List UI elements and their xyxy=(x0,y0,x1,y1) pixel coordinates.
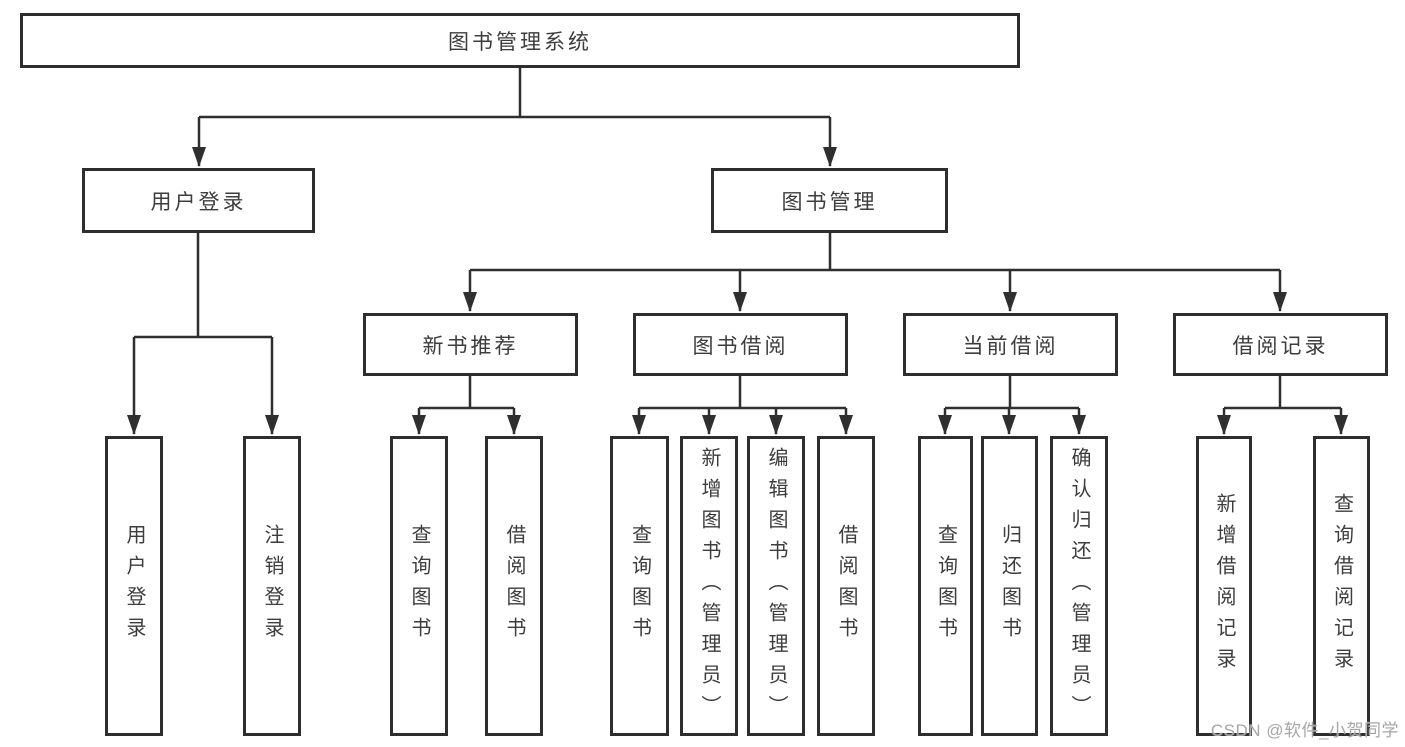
leaf-query-books-borrow-label: 查询图书 xyxy=(628,524,651,648)
leaf-logout-label: 注销登录 xyxy=(261,524,283,648)
node-new-book-recommend: 新书推荐 xyxy=(363,313,578,376)
node-book-borrow-label: 图书借阅 xyxy=(692,334,789,358)
leaf-query-books-borrow: 查询图书 xyxy=(610,436,669,736)
node-new-book-recommend-label: 新书推荐 xyxy=(422,334,519,358)
leaf-edit-books-admin-label: 编辑图书（管理员） xyxy=(765,446,787,726)
leaf-add-books-admin-label: 新增图书（管理员） xyxy=(698,446,720,726)
leaf-add-books-admin: 新增图书（管理员） xyxy=(680,436,738,736)
leaf-return-books-label: 归还图书 xyxy=(998,524,1021,648)
leaf-user-login: 用户登录 xyxy=(105,436,163,736)
leaf-user-login-label: 用户登录 xyxy=(123,524,145,648)
node-current-borrow-label: 当前借阅 xyxy=(962,334,1059,358)
leaf-add-borrow-record-label: 新增借阅记录 xyxy=(1213,493,1235,679)
leaf-borrow-books-recommend: 借阅图书 xyxy=(485,436,543,736)
leaf-query-books-current: 查询图书 xyxy=(918,436,973,736)
leaf-borrow-books-recommend-label: 借阅图书 xyxy=(503,524,525,648)
node-book-management-label: 图书管理 xyxy=(781,190,878,214)
node-root: 图书管理系统 xyxy=(20,13,1020,68)
node-user-login-label: 用户登录 xyxy=(150,190,247,214)
leaf-query-borrow-record: 查询借阅记录 xyxy=(1313,436,1370,736)
node-borrow-records-label: 借阅记录 xyxy=(1232,334,1329,358)
node-current-borrow: 当前借阅 xyxy=(903,313,1118,376)
leaf-query-books-current-label: 查询图书 xyxy=(934,524,957,648)
leaf-borrow-books-borrow: 借阅图书 xyxy=(817,436,875,736)
leaf-confirm-return-admin-label: 确认归还（管理员） xyxy=(1068,446,1090,726)
leaf-confirm-return-admin: 确认归还（管理员） xyxy=(1050,436,1108,736)
leaf-return-books: 归还图书 xyxy=(981,436,1038,736)
leaf-logout: 注销登录 xyxy=(243,436,301,736)
node-user-login: 用户登录 xyxy=(82,168,315,233)
leaf-query-books-recommend-label: 查询图书 xyxy=(408,524,430,648)
node-borrow-records: 借阅记录 xyxy=(1173,313,1388,376)
leaf-borrow-books-borrow-label: 借阅图书 xyxy=(835,524,857,648)
node-book-management: 图书管理 xyxy=(711,168,948,233)
leaf-query-books-recommend: 查询图书 xyxy=(390,436,448,736)
leaf-query-borrow-record-label: 查询借阅记录 xyxy=(1330,493,1353,679)
node-root-label: 图书管理系统 xyxy=(448,30,592,54)
watermark: CSDN @软件_小贺同学 xyxy=(1210,721,1399,740)
leaf-add-borrow-record: 新增借阅记录 xyxy=(1196,436,1252,736)
node-book-borrow: 图书借阅 xyxy=(633,313,848,376)
leaf-edit-books-admin: 编辑图书（管理员） xyxy=(747,436,805,736)
